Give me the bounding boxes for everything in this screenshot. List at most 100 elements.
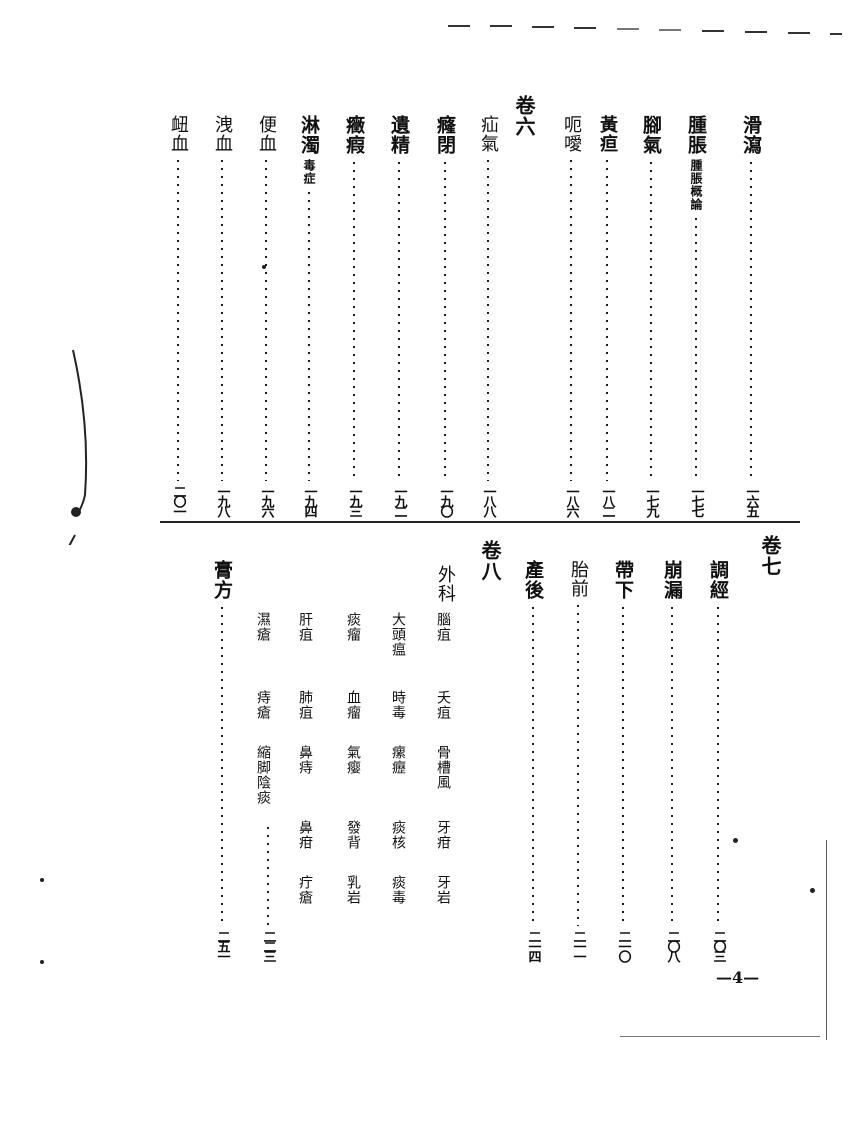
dot-leader [221,157,223,481]
entry-note: 腫脹概論 [689,159,703,211]
subtopic: 乳岩 [345,875,361,905]
page-edge-bottom [620,1036,820,1037]
header-dash [788,32,810,34]
section-divider [160,521,800,523]
entry-title: 衄血 [168,115,189,153]
entry-title: 腫脹 [685,115,707,155]
volume-heading: 卷七 [756,535,784,577]
toc-entry[interactable]: 腳氣 一七九 [637,115,665,515]
entry-title: 膏方 [211,560,233,600]
page-number: 一九三 [346,485,362,515]
header-dash [532,26,554,28]
volume-heading: 卷八 [476,540,504,582]
entry-title: 淋濁 [298,115,320,155]
waike-page-ref[interactable]: 二二三 [254,820,282,960]
page-edge [826,840,827,1040]
subtopic: 牙岩 [435,875,451,905]
subtopic: 痰瘤 [345,612,361,642]
toc-entry[interactable]: 疝氣 一八八 [474,115,502,515]
page-number: 二一〇 [615,930,631,960]
toc-entry[interactable]: 遺精 一九二 [385,115,413,515]
entry-title: 遺精 [388,115,410,155]
dot-leader [622,604,624,926]
dot-leader [532,604,534,926]
subtopic: 痔瘡 [255,690,271,720]
header-dash [617,28,639,30]
toc-entry[interactable]: 黃疸 一八二 [593,115,621,515]
toc-entry[interactable]: 滑瀉 一六五 [737,115,765,515]
toc-entry[interactable]: 崩漏 二〇八 [658,560,686,960]
toc-entry-waike[interactable]: 外科 [431,565,459,603]
header-dash [490,25,512,27]
binding-mark [68,349,88,545]
page-number: 一九八 [214,485,230,515]
page-number: 二二三 [260,930,276,960]
subtopic: 疔瘡 [297,875,313,905]
toc-entry[interactable]: 調經 二〇三 [704,560,732,960]
subtopic: 鼻疳 [297,820,313,850]
dot-leader [650,159,652,481]
toc-entry[interactable]: 呃噯 一八六 [557,115,585,515]
dot-leader [353,159,355,481]
ink-speck [262,265,266,269]
page-number: 一八二 [599,485,615,515]
dot-leader [221,604,223,926]
entry-title: 洩血 [212,115,233,153]
dot-leader [267,824,269,926]
dot-leader [308,189,310,481]
ink-speck [733,838,738,843]
toc-entry[interactable]: 淋濁 毒症 一九四 [295,115,323,515]
subtopic: 痰核 [390,820,406,850]
entry-title: 滑瀉 [740,115,762,155]
entry-title: 便血 [256,115,277,153]
header-dash [745,31,767,33]
ink-speck [810,888,815,893]
dot-leader [265,157,267,481]
entry-title: 產後 [522,560,544,600]
toc-entry[interactable]: 產後 二一四 [519,560,547,960]
page-number: 一九六 [258,485,274,515]
toc-entry[interactable]: 癃閉 一九〇 [431,115,459,515]
subtopic: 發背 [345,820,361,850]
toc-entry[interactable]: 胎前 二一一 [564,560,592,960]
subtopic: 血瘤 [345,690,361,720]
ink-speck [40,878,44,882]
subtopic: 牙疳 [435,820,451,850]
dot-leader [750,159,752,481]
toc-entry[interactable]: 洩血 一九八 [208,115,236,515]
page-number: 二五一 [214,930,230,960]
entry-title: 癃閉 [434,115,456,155]
subtopic: 骨槽風 [435,745,451,790]
page-number: 一八六 [563,485,579,515]
entry-title: 癥瘕 [343,115,365,155]
toc-entry[interactable]: 便血 一九六 [252,115,280,515]
dot-leader [606,157,608,481]
page-number: 一九〇 [437,485,453,515]
entry-title: 胎前 [568,560,589,598]
entry-title: 崩漏 [661,560,683,600]
dot-leader [717,604,719,926]
toc-entry[interactable]: 腫脹 腫脹概論 一七七 [682,115,710,515]
page-number: 二一一 [570,930,586,960]
header-dash [448,25,470,27]
toc-entry[interactable]: 帶下 二一〇 [609,560,637,960]
page-number: 一七七 [688,485,704,515]
subtopic: 大頭瘟 [390,612,406,657]
subtopic: 濕瘡 [255,612,271,642]
page-folio: —4— [716,968,760,987]
dot-leader [487,157,489,481]
header-dash [702,30,724,32]
subtopic: 縮脚陰痰 [255,745,271,805]
entry-title: 帶下 [612,560,634,600]
page-number: 二一四 [525,930,541,960]
page-number: 二〇一 [170,485,186,515]
toc-entry[interactable]: 衄血 二〇一 [164,115,192,515]
toc-entry[interactable]: 癥瘕 一九三 [340,115,368,515]
subtopic: 痰毒 [390,875,406,905]
page-number: 二〇八 [664,930,680,960]
dot-leader [398,159,400,481]
entry-title: 調經 [707,560,729,600]
volume-label: 卷七 [758,535,782,577]
toc-entry[interactable]: 膏方 二五一 [208,560,236,960]
entry-title: 呃噯 [561,115,582,153]
